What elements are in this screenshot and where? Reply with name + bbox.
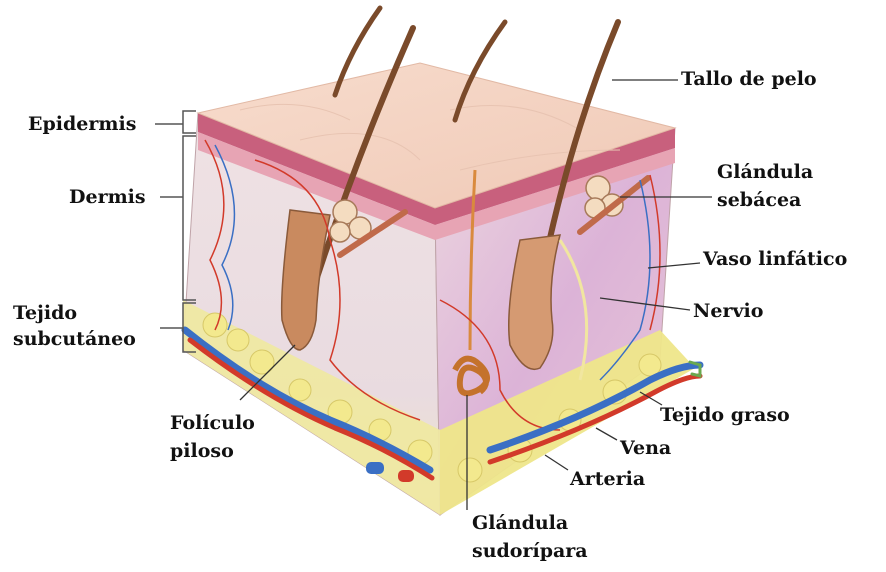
label-glandula-sebacea-line1: Glándula bbox=[717, 161, 813, 183]
label-glandula-sudoripara-line2: sudorípara bbox=[472, 540, 588, 562]
label-vena: Vena bbox=[620, 437, 671, 459]
label-glandula-sudoripara: Glándula sudorípara bbox=[472, 512, 588, 562]
label-arteria: Arteria bbox=[570, 468, 645, 490]
label-tallo-de-pelo: Tallo de pelo bbox=[681, 68, 817, 90]
label-foliculo-piloso-line2: piloso bbox=[170, 440, 255, 462]
label-epidermis: Epidermis bbox=[28, 113, 136, 135]
label-foliculo-piloso-line1: Folículo bbox=[170, 412, 255, 434]
label-dermis: Dermis bbox=[69, 186, 146, 208]
label-glandula-sudoripara-line1: Glándula bbox=[472, 512, 588, 534]
label-foliculo-piloso: Folículo piloso bbox=[170, 412, 255, 462]
label-tejido-subcutaneo-line2: subcutáneo bbox=[13, 328, 136, 350]
label-vaso-linfatico: Vaso linfático bbox=[703, 248, 847, 270]
label-tejido-graso: Tejido graso bbox=[660, 404, 790, 426]
label-glandula-sebacea: Glándula sebácea bbox=[717, 161, 813, 211]
label-tejido-subcutaneo: Tejido subcutáneo bbox=[13, 302, 136, 350]
label-tejido-subcutaneo-line1: Tejido bbox=[13, 302, 136, 324]
label-nervio: Nervio bbox=[693, 300, 763, 322]
label-glandula-sebacea-line2: sebácea bbox=[717, 189, 813, 211]
